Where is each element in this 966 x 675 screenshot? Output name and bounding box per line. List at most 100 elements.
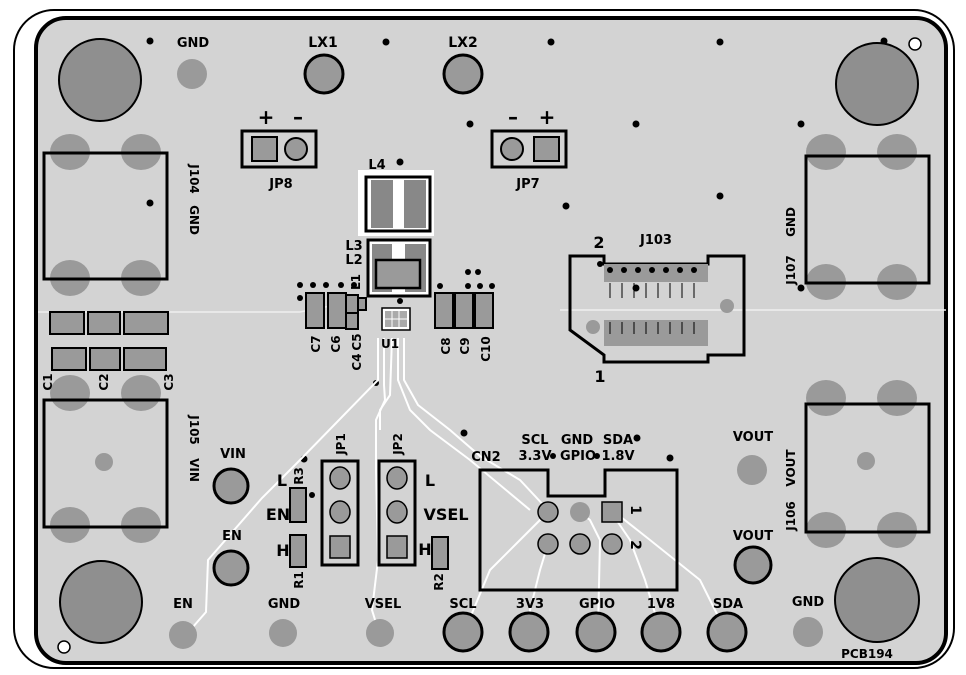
terminal-j106 <box>804 380 931 548</box>
vin-test-point <box>212 467 250 505</box>
en-test-point <box>212 549 250 587</box>
j104-label: J104 <box>187 163 201 194</box>
c8-label: C8 <box>439 337 453 354</box>
en-test-point-bottom <box>169 621 197 649</box>
jp8-header <box>240 129 318 169</box>
gnd-cn-label: GND <box>561 433 594 448</box>
board-outline <box>13 9 955 669</box>
l-right-label: L <box>425 471 435 490</box>
l1-label: L1 <box>349 274 363 290</box>
vin-left-label: VIN <box>187 458 201 482</box>
test-points <box>169 53 823 653</box>
scl-label: SCL <box>449 597 476 612</box>
connector-cn2 <box>478 468 679 592</box>
cn2-label: CN2 <box>471 450 500 465</box>
j103-pin2-label: 2 <box>593 233 604 252</box>
gnd-test-point-bottom-right <box>793 617 823 647</box>
jp8-label: JP8 <box>268 177 292 192</box>
gnd-bottom-left-label: GND <box>268 597 301 612</box>
v33-label: 3.3V <box>518 449 551 464</box>
c9-label: C9 <box>458 337 472 354</box>
gnd-test-point-bottom-left <box>269 619 297 647</box>
jp2-label: JP2 <box>391 433 405 456</box>
l4-label: L4 <box>368 158 385 173</box>
l2-label: L2 <box>345 253 362 268</box>
vout-test-point-top <box>737 455 767 485</box>
c10-label: C10 <box>479 336 493 362</box>
lx2-test-point <box>442 53 484 95</box>
terminal-j105 <box>42 375 169 543</box>
mounting-hole-top-right <box>835 42 919 126</box>
c1-label: C1 <box>41 373 55 390</box>
traces <box>184 337 726 637</box>
fiducial-top-right <box>908 37 922 51</box>
c5-label: C5 <box>350 333 364 350</box>
cn2-pin2-label: 2 <box>627 540 643 550</box>
r2-label: R2 <box>432 573 446 591</box>
1v8-test-point <box>640 611 682 653</box>
board-name-label: PCB194 <box>841 647 893 661</box>
terminal-j104 <box>42 134 169 296</box>
l3-label: L3 <box>345 239 362 254</box>
c6-label: C6 <box>329 335 343 352</box>
gnd-right-label: GND <box>784 207 798 237</box>
vsel-bottom-label: VSEL <box>365 597 402 612</box>
cn2-pin1-label: 1 <box>627 505 643 515</box>
lx1-test-point <box>303 53 345 95</box>
input-capacitors <box>49 311 169 371</box>
c2-label: C2 <box>97 373 111 390</box>
sda-label: SDA <box>713 597 743 612</box>
mounting-hole-bottom-right <box>834 557 920 643</box>
scl-test-point <box>442 611 484 653</box>
sda-test-point <box>706 611 748 653</box>
sda-top-label: SDA <box>603 433 633 448</box>
terminal-j107 <box>804 134 931 300</box>
lx2-label: LX2 <box>448 35 477 51</box>
en-bottom-label: EN <box>173 597 193 612</box>
u1-chip <box>381 307 411 331</box>
fiducial-bottom-left <box>57 640 71 654</box>
l-left-label: L <box>277 471 287 490</box>
c3-label: C3 <box>162 373 176 390</box>
v18-label: 1.8V <box>601 449 634 464</box>
r1-label: R1 <box>292 571 306 589</box>
small-capacitors-left <box>305 292 367 330</box>
gnd-test-point-top <box>177 59 207 89</box>
gpio-label: GPIO <box>579 597 615 612</box>
j105-label: J105 <box>187 414 201 445</box>
j107-label: J107 <box>784 255 798 286</box>
j103-pin1-label: 1 <box>594 367 605 386</box>
jp8-minus-label: – <box>293 105 303 129</box>
mounting-hole-top-left <box>58 38 142 122</box>
en-jp1-label: EN <box>266 505 290 524</box>
c4-label: C4 <box>350 353 364 370</box>
vin-label: VIN <box>220 447 246 462</box>
gnd-bottom-right-label: GND <box>792 595 825 610</box>
inductor-l4 <box>364 175 432 233</box>
small-capacitors-right <box>434 292 494 329</box>
gpio-test-point <box>575 611 617 653</box>
3v3-label: 3V3 <box>516 597 544 612</box>
c7-label: C7 <box>309 335 323 352</box>
vout-right-label: VOUT <box>784 449 798 487</box>
vout-top-label: VOUT <box>733 430 773 445</box>
u1-label: U1 <box>381 337 399 351</box>
j106-label: J106 <box>784 501 798 532</box>
inductor-l3 <box>366 238 432 298</box>
j103-label: J103 <box>639 233 672 248</box>
h-right-label: H <box>418 540 431 559</box>
lx1-label: LX1 <box>308 35 337 51</box>
jp7-header <box>490 129 568 169</box>
r3-label: R3 <box>292 467 306 485</box>
vsel-test-point <box>366 619 394 647</box>
scl-top-label: SCL <box>521 433 548 448</box>
h-left-label: H <box>276 541 289 560</box>
jp8-plus-label: + <box>258 105 275 129</box>
board-substrate <box>34 16 948 665</box>
jp2-header <box>377 459 417 567</box>
gnd-top-label: GND <box>177 36 210 51</box>
gnd-left-label: GND <box>187 205 201 235</box>
jp7-plus-label: + <box>539 105 556 129</box>
connector-j103 <box>568 254 746 364</box>
